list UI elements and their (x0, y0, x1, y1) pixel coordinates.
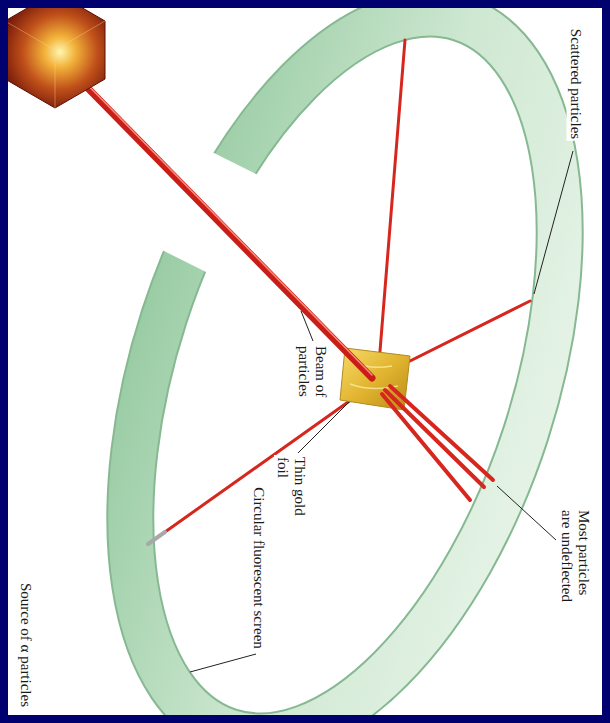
alpha-beam (70, 70, 372, 378)
cube-edges (8, 21, 105, 108)
callout-label: Most particles are undeflected (558, 508, 592, 612)
beam-highlight (72, 69, 372, 375)
callout-label: Thin gold foil (274, 455, 308, 525)
leader-line (497, 486, 556, 540)
scattered-ray (165, 385, 372, 532)
callout-label: Beam of particles (295, 344, 329, 412)
callout-label: Circular fluorescent screen (250, 485, 267, 651)
leader-line (190, 654, 256, 672)
alpha-source (8, 8, 105, 108)
ray-hit-mark (148, 532, 165, 544)
callout-label: Source of α particles (17, 581, 34, 709)
screen-edge (48, 8, 602, 715)
undeflected-ray (385, 390, 484, 487)
callout-label: Scattered particles (567, 27, 584, 141)
undeflected-ray (382, 394, 470, 500)
scattered-ray (378, 40, 405, 376)
fluorescent-screen (48, 8, 602, 715)
leader-line (534, 151, 573, 294)
ground (8, 8, 602, 715)
leader-line (301, 311, 313, 341)
